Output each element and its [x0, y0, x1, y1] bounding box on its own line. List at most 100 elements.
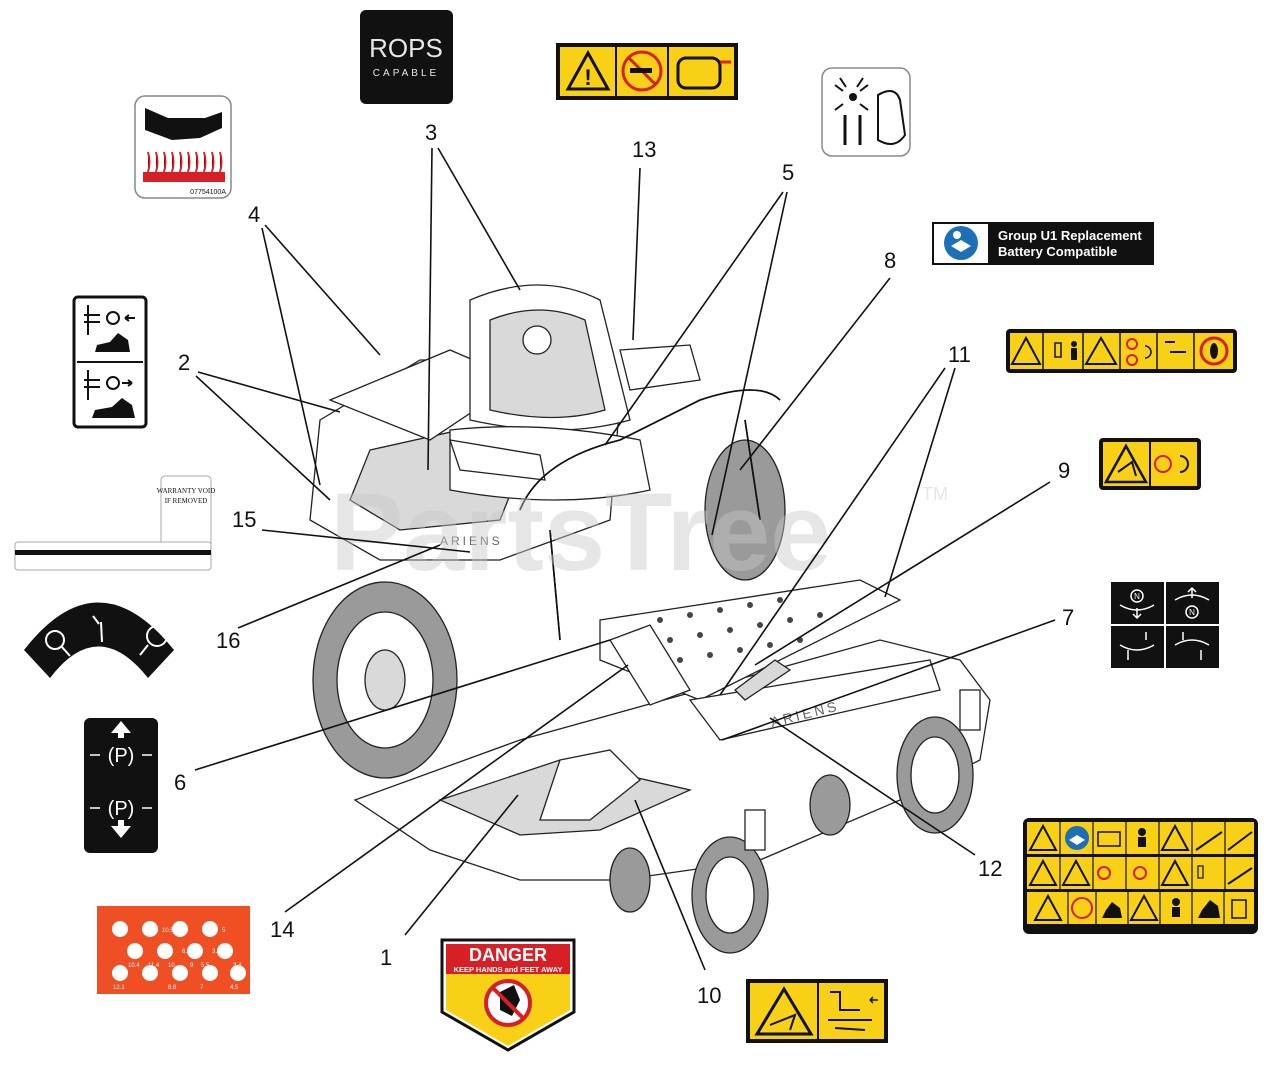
manual-book-icon	[1097, 831, 1121, 847]
decal-motion-control: N N	[1111, 582, 1219, 668]
deck-number-1: 10.5	[162, 928, 174, 934]
decal-hand-entanglement	[821, 67, 911, 157]
warning-triangle-icon	[1084, 335, 1118, 365]
warning-triangle-icon	[1010, 335, 1042, 365]
no-hand-icon	[1097, 866, 1111, 880]
mower-rider-icon	[1102, 902, 1122, 918]
callout-8: 8	[884, 248, 896, 273]
warning-triangle-icon	[1028, 823, 1058, 851]
callout-12: 12	[978, 856, 1002, 881]
slope-icon	[1195, 831, 1223, 851]
zero-turn-mower-illustration: ARIENS ARIENS	[309, 284, 991, 954]
engine-start-icon	[146, 625, 168, 647]
decal-battery-compatible: Group U1 Replacement Battery Compatible	[932, 222, 1154, 265]
decal-rops-capable: ROPS CAPABLE	[360, 10, 453, 104]
parking-brake-icon: (P)	[108, 745, 135, 767]
arrow-down-icon	[111, 826, 131, 838]
neutral-icon	[1185, 605, 1199, 619]
no-hand-icon	[1133, 866, 1147, 880]
deck-number-7: 10	[168, 963, 175, 969]
leader-lines	[194, 147, 1056, 971]
operator-icon	[1138, 828, 1146, 836]
no-feet-icon	[1199, 336, 1229, 366]
decal-warning-2	[1099, 438, 1201, 490]
callout-14: 14	[270, 917, 294, 942]
callout-15: 15	[232, 507, 256, 532]
callout-4: 4	[248, 202, 260, 227]
warning-triangle-icon	[1129, 893, 1159, 921]
battery-line1: Group U1 Replacement	[998, 228, 1142, 243]
callout-7: 7	[1062, 605, 1074, 630]
turn-left-icon	[1119, 632, 1155, 660]
bystander-icon	[1054, 342, 1062, 358]
callout-2: 2	[178, 350, 190, 375]
fuel-can-icon	[1231, 899, 1247, 919]
rops-line2: CAPABLE	[373, 68, 439, 79]
deck-number-5: 3.7	[212, 949, 221, 955]
no-passenger-icon	[1126, 338, 1138, 350]
svg-text:N: N	[1134, 592, 1140, 601]
decal-parking-brake: (P) (P)	[84, 718, 158, 853]
battery-line2: Battery Compatible	[998, 244, 1117, 259]
svg-text:!: !	[584, 65, 591, 90]
key-icon	[1165, 341, 1186, 353]
arrow-up-icon	[111, 721, 131, 733]
deck-number-11: 12.1	[113, 985, 125, 991]
hand-icon	[877, 90, 907, 145]
decal-hot-surface: 07754100A	[134, 95, 232, 199]
decal-slope-warning	[746, 979, 888, 1043]
watermark-tm: TM	[922, 484, 948, 504]
mower-rider-icon	[92, 398, 135, 418]
no-hand-icon	[1154, 455, 1172, 473]
warning-triangle-icon	[1061, 858, 1091, 886]
neutral-icon	[1130, 589, 1144, 603]
no-passenger-icon	[1071, 897, 1093, 919]
decal-throttle-choke	[72, 295, 148, 429]
arrow-right-icon	[122, 379, 133, 387]
warning-triangle-icon	[1160, 858, 1190, 886]
deck-number-10: 5.5	[201, 963, 210, 969]
danger-title: DANGER	[469, 945, 547, 965]
callout-1: 1	[380, 945, 392, 970]
arrow-left-icon	[869, 996, 878, 1004]
callout-3: 3	[425, 120, 437, 145]
callout-6: 6	[174, 770, 186, 795]
decal-danger: DANGER KEEP HANDS and FEET AWAY	[440, 938, 576, 1052]
decal-deck-height: 10.5 5 7.6 6.2 3.7 11.4 10 9 3.4 5.5 12.…	[97, 906, 250, 994]
callout-13: 13	[632, 137, 656, 162]
watermark-text: PartsTree	[330, 471, 831, 594]
hot-surface-part: 07754100A	[190, 189, 226, 196]
mower-rider-icon	[95, 333, 130, 352]
bystander-icon	[1197, 865, 1204, 879]
callout-10: 10	[697, 983, 721, 1008]
slope-icon	[1227, 867, 1253, 885]
warranty-line1: WARRANTY VOID	[157, 487, 216, 495]
operator-icon	[1172, 898, 1180, 906]
decal-safety-multi	[1023, 818, 1258, 934]
deck-number-3: 7.6	[133, 949, 142, 955]
decal-ignition-key	[24, 602, 174, 678]
warning-triangle-icon	[1033, 893, 1063, 921]
fuel-tank-icon	[676, 56, 722, 90]
turn-right-icon	[1174, 632, 1210, 660]
deck-number-15: 10.4	[128, 963, 140, 969]
deck-number-4: 6.2	[182, 949, 191, 955]
callout-numbers: 1 2 3 4 5 6 7 8 9 10 11 12 13 14 15 16	[174, 120, 1074, 1008]
deck-number-9: 3.4	[233, 963, 242, 969]
decal-fuel-warning: !	[556, 43, 738, 100]
deck-number-6: 11.4	[148, 963, 160, 969]
arrow-left-icon	[124, 314, 135, 322]
callout-16: 16	[216, 628, 240, 653]
deck-number-12: 8.6	[168, 985, 177, 991]
warning-triangle-icon	[754, 986, 814, 1036]
seat-icon	[830, 991, 860, 1011]
callout-5: 5	[782, 160, 794, 185]
warning-triangle-icon	[1160, 823, 1190, 851]
rotating-parts-icon	[849, 93, 857, 101]
warranty-line2: IF REMOVED	[165, 497, 208, 505]
svg-text:N: N	[1189, 608, 1195, 617]
decal-warning-strip-7	[1006, 329, 1237, 373]
callout-9: 9	[1058, 458, 1070, 483]
warning-triangle-icon	[1028, 858, 1058, 886]
